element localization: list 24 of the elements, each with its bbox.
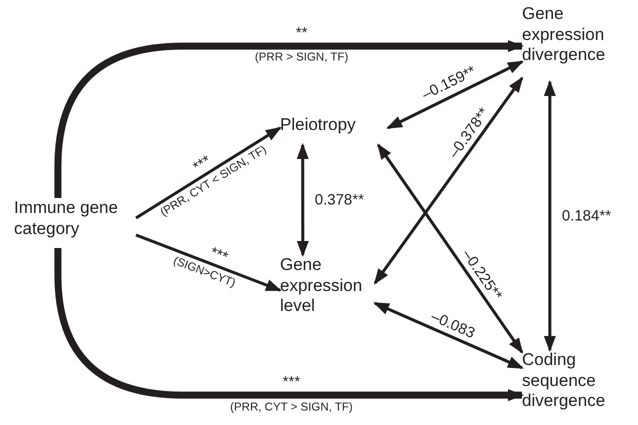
arrow: [54, 40, 524, 198]
edge-label: ***: [208, 244, 230, 266]
condition-text: (PRR > SIGN, TF): [254, 52, 348, 64]
arrow: [374, 76, 524, 285]
arrow: [377, 143, 524, 354]
node-text: Pleiotropy: [280, 115, 388, 145]
arrow: [135, 126, 282, 220]
arrow: [544, 80, 556, 352]
edge-label: 0.378**: [314, 192, 364, 208]
condition-text: (PRR, CYT > SIGN, TF): [230, 402, 353, 414]
edge-label: **: [296, 26, 308, 41]
edge-label: ***: [190, 152, 214, 175]
arrow: [54, 248, 524, 402]
node-text: Gene expression level: [280, 255, 375, 327]
arrow: [135, 234, 282, 292]
node-text: Gene expression divergence: [522, 4, 638, 82]
edge-label: ***: [282, 374, 300, 390]
node-text: Coding sequence divergence: [522, 350, 638, 424]
arrow: [296, 143, 309, 257]
arrow: [373, 302, 524, 370]
node-text: Immune gene category: [14, 198, 136, 248]
edge-label: 0.184**: [562, 208, 612, 224]
edge-label: –0.083: [428, 309, 477, 342]
arrow: [386, 60, 524, 130]
